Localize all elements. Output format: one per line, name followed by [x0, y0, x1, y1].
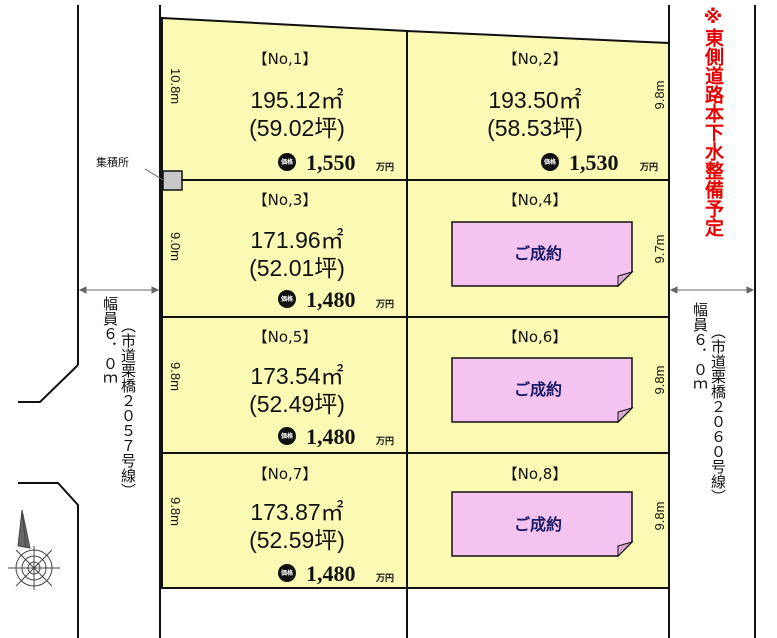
sewer-plan-note: ※東側道路本下水整備予定 — [702, 6, 725, 238]
depth-no3: 9.0m — [168, 232, 183, 261]
price-badge-text: 価格 — [280, 432, 294, 440]
sold-label-no6: ご成約 — [514, 380, 562, 399]
depth-no6: 9.8m — [652, 366, 667, 395]
depth-no4: 9.7m — [652, 235, 667, 264]
lot-tsubo-no7: (52.59坪) — [249, 527, 345, 553]
sold-banner-no6: ご成約 — [451, 357, 634, 424]
price-badge-icon — [278, 427, 296, 445]
sold-banner-no8: ご成約 — [451, 491, 634, 558]
price-unit: 万円 — [375, 436, 394, 447]
east-road-name: （市道栗橋２０６０号線） — [709, 324, 727, 504]
lot-label-no5: 【No,5】 — [253, 328, 318, 346]
price-badge-text: 価格 — [280, 569, 294, 577]
collection-point: 集積所 — [96, 155, 183, 191]
sold-label-no4: ご成約 — [514, 244, 562, 263]
lot-area-no5: 173.54㎡ — [250, 363, 343, 389]
lot-label-no8: 【No,8】 — [503, 465, 568, 483]
price-unit: 万円 — [639, 162, 658, 173]
north-arrow-icon — [8, 509, 60, 590]
depth-no2: 9.8m — [652, 81, 667, 110]
price-no3: 価格 1,480 万円 — [278, 287, 394, 312]
lot-price-no5: 1,480 — [306, 424, 356, 449]
west-road-width: 幅員６．０ｍ — [101, 296, 119, 386]
lot-area-no3: 171.96㎡ — [250, 227, 343, 253]
price-unit: 万円 — [375, 162, 394, 173]
lot-tsubo-no1: (59.02坪) — [249, 115, 345, 141]
price-unit: 万円 — [375, 573, 394, 584]
lot-label-no1: 【No,1】 — [253, 50, 318, 68]
lot-price-no3: 1,480 — [306, 287, 356, 312]
lot-price-no1: 1,550 — [306, 150, 356, 175]
price-badge-icon — [278, 290, 296, 308]
lot-label-no7: 【No,7】 — [253, 465, 318, 483]
sold-label-no8: ご成約 — [514, 515, 562, 534]
price-badge-text: 価格 — [280, 295, 294, 303]
lot-tsubo-no5: (52.49坪) — [249, 391, 345, 417]
lot-label-no4: 【No,4】 — [503, 191, 568, 209]
lot-label-no6: 【No,6】 — [503, 328, 568, 346]
price-badge-icon — [541, 153, 559, 171]
depth-no5: 9.8m — [168, 362, 183, 391]
depth-no7: 9.8m — [168, 497, 183, 526]
lot-label-no2: 【No,2】 — [503, 50, 568, 68]
lot-price-no2: 1,530 — [569, 150, 619, 175]
lot-tsubo-no2: (58.53坪) — [487, 115, 583, 141]
west-road-name: （市道栗橋２０５７号線） — [119, 318, 137, 498]
sold-banner-no4: ご成約 — [451, 221, 634, 288]
price-no7: 価格 1,480 万円 — [278, 561, 394, 586]
depth-no8: 9.8m — [652, 502, 667, 531]
east-road-width: 幅員６．０ｍ — [691, 302, 709, 392]
lot-tsubo-no3: (52.01坪) — [249, 255, 345, 281]
price-no5: 価格 1,480 万円 — [278, 424, 394, 449]
price-no2: 価格 1,530 万円 — [541, 150, 658, 175]
lot-label-no3: 【No,3】 — [253, 191, 318, 209]
lot-price-no7: 1,480 — [306, 561, 356, 586]
depth-no1: 10.8m — [168, 68, 183, 104]
collection-point-label: 集積所 — [96, 155, 129, 169]
lot-area-no2: 193.50㎡ — [488, 87, 581, 113]
price-badge-text: 価格 — [543, 158, 557, 166]
price-badge-icon — [278, 153, 296, 171]
price-unit: 万円 — [375, 299, 394, 310]
price-no1: 価格 1,550 万円 — [278, 150, 394, 175]
road-width-arrows — [78, 286, 755, 294]
price-badge-text: 価格 — [280, 158, 294, 166]
price-badge-icon — [278, 564, 296, 582]
lot-area-no1: 195.12㎡ — [250, 87, 343, 113]
lot-area-no7: 173.87㎡ — [250, 499, 343, 525]
